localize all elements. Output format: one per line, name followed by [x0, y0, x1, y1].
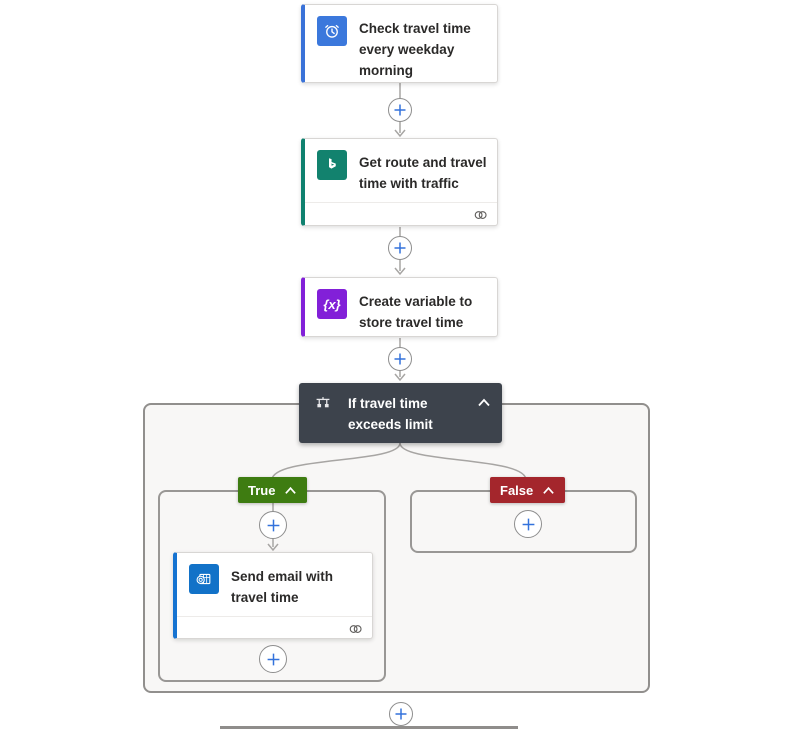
plus-icon — [394, 242, 406, 254]
get-route-title: Get route and travel time with traffic — [359, 155, 487, 191]
recurrence-clock-icon — [317, 16, 347, 46]
bing-maps-icon — [317, 150, 347, 180]
plus-icon — [394, 353, 406, 365]
create-variable-card-body: {x} Create variable to store travel time — [305, 278, 497, 341]
connection-footer[interactable] — [177, 616, 372, 641]
true-branch-badge[interactable]: True — [238, 477, 308, 503]
get-route-card-body: Get route and travel time with traffic — [305, 139, 497, 202]
action-card-get-route[interactable]: Get route and travel time with traffic — [301, 138, 498, 226]
action-card-create-variable[interactable]: {x} Create variable to store travel time — [301, 277, 498, 337]
false-branch-label: False — [500, 482, 534, 498]
insert-step-button-after-condition[interactable] — [389, 702, 413, 726]
plus-icon — [267, 519, 279, 531]
insert-step-button-3[interactable] — [388, 347, 412, 371]
send-email-card-body: Send email with travel time — [177, 553, 372, 616]
insert-step-button-true-branch[interactable] — [259, 511, 287, 539]
collapse-chevron-icon[interactable] — [477, 394, 491, 412]
arrowhead-getroute — [394, 129, 406, 138]
insert-step-button-true-branch-end[interactable] — [259, 645, 287, 673]
trigger-card-recurrence[interactable]: Check travel time every weekday morning — [301, 4, 498, 83]
insert-step-button-2[interactable] — [388, 236, 412, 260]
collapse-chevron-icon[interactable] — [284, 486, 297, 495]
variable-glyph: {x} — [323, 296, 341, 312]
insert-step-button-false-branch[interactable] — [514, 510, 542, 538]
condition-icon — [316, 397, 330, 408]
trigger-title: Check travel time every weekday morning — [359, 21, 471, 78]
condition-title: If travel time exceeds limit — [348, 396, 433, 432]
plus-icon — [395, 708, 407, 720]
false-branch-badge[interactable]: False — [490, 477, 566, 503]
connection-footer[interactable] — [305, 202, 497, 227]
connection-icon — [349, 625, 362, 633]
connection-icon — [474, 211, 487, 219]
action-card-send-email[interactable]: Send email with travel time — [173, 552, 373, 639]
create-variable-title: Create variable to store travel time — [359, 294, 473, 330]
outlook-icon — [189, 564, 219, 594]
true-branch-label: True — [248, 482, 276, 498]
send-email-title: Send email with travel time — [231, 569, 334, 605]
plus-icon — [267, 653, 279, 665]
arrowhead-variable — [394, 267, 406, 276]
trigger-card-body: Check travel time every weekday morning — [305, 5, 497, 89]
plus-icon — [394, 104, 406, 116]
condition-card[interactable]: If travel time exceeds limit — [299, 383, 502, 443]
collapse-chevron-icon[interactable] — [542, 486, 555, 495]
arrowhead-condition — [394, 373, 406, 382]
variable-icon: {x} — [317, 289, 347, 319]
insert-step-button-1[interactable] — [388, 98, 412, 122]
plus-icon — [522, 518, 534, 530]
